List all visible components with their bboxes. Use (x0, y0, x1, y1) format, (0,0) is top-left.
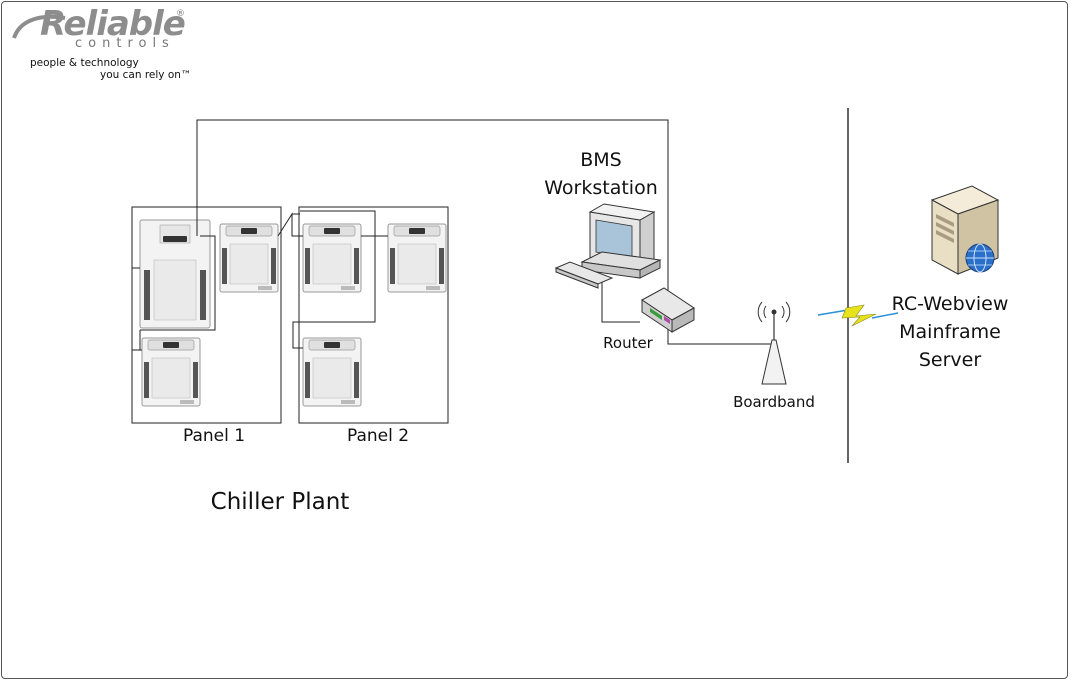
broadband-antenna-icon (757, 301, 791, 385)
logo-registered: ® (176, 9, 185, 19)
logo-swoosh (12, 14, 66, 39)
panel-1-label: Panel 1 (182, 426, 246, 446)
server-label-line2: Mainframe (899, 321, 1001, 343)
logo-sub: controls (75, 36, 175, 51)
bms-label-line1: BMS (580, 149, 622, 171)
network-wiring (131, 119, 772, 351)
server-label-line1: RC-Webview (891, 293, 1009, 315)
router-icon (641, 287, 695, 333)
controller-p2-top-right (387, 223, 447, 293)
logo-tagline-1: people & technology (30, 57, 139, 69)
computer-icon (554, 203, 662, 289)
bms-workstation-label: BMS Workstation (540, 146, 662, 202)
panel-2-box (298, 206, 449, 424)
controller-p1-top-right (219, 223, 279, 293)
server-label-line3: Server (918, 349, 982, 371)
server-label: RC-Webview Mainframe Server (890, 290, 1010, 374)
server-icon (930, 185, 1000, 275)
controller-p2-top-left (302, 223, 362, 293)
logo-tagline-2: you can rely on™ (100, 69, 192, 81)
controller-p1-large (139, 219, 211, 329)
wireless-lightning-icon (817, 304, 899, 327)
controller-p2-bottom (302, 337, 362, 407)
logo-brand: Reliable (40, 4, 186, 44)
controller-p1-bottom (141, 337, 201, 407)
router-label: Router (603, 334, 653, 352)
broadband-label: Boardband (733, 393, 815, 411)
bms-label-line2: Workstation (544, 177, 658, 199)
chiller-plant-label: Chiller Plant (210, 489, 350, 515)
panel-2-label: Panel 2 (346, 426, 410, 446)
